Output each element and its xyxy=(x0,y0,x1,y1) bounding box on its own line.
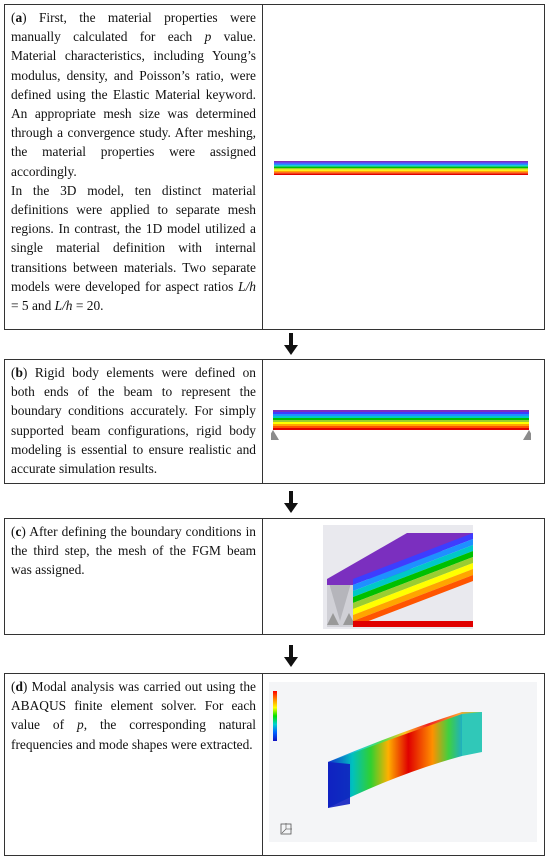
step-c-letter: c xyxy=(15,524,22,539)
simply-supported-beam-image xyxy=(271,410,531,440)
step-a-paragraph-1: (a) First, the material properties were … xyxy=(11,10,256,179)
step-c-panel: (c) After defining the boundary conditio… xyxy=(4,518,545,635)
abaqus-result-viewer xyxy=(269,682,537,842)
step-c-figure xyxy=(263,519,544,634)
step-b-description: (b) Rigid body elements were defined on … xyxy=(5,360,263,483)
step-d-letter: d xyxy=(15,679,23,694)
step-a-paragraph-2: In the 3D model, ten distinct material d… xyxy=(11,182,256,314)
view-triad-icon xyxy=(280,823,292,835)
layered-beam-1d-image xyxy=(274,161,528,175)
step-b-letter: b xyxy=(15,365,23,380)
contour-legend-bar xyxy=(273,691,277,741)
step-a-letter: a xyxy=(15,10,23,25)
step-a-description: (a) First, the material properties were … xyxy=(5,5,263,329)
step-d-figure xyxy=(263,674,544,855)
down-arrow-icon xyxy=(284,333,298,355)
mode-shape-image xyxy=(328,712,482,808)
down-arrow-icon xyxy=(284,645,298,667)
meshed-beam-3d-image xyxy=(323,525,473,629)
step-b-panel: (b) Rigid body elements were defined on … xyxy=(4,359,545,484)
down-arrow-icon xyxy=(284,491,298,513)
step-a-figure xyxy=(263,5,544,329)
step-d-panel: (d) Modal analysis was carried out using… xyxy=(4,673,545,856)
step-b-figure xyxy=(263,360,544,483)
step-c-description: (c) After defining the boundary conditio… xyxy=(5,519,263,634)
step-a-panel: (a) First, the material properties were … xyxy=(4,4,545,330)
step-d-description: (d) Modal analysis was carried out using… xyxy=(5,674,263,855)
